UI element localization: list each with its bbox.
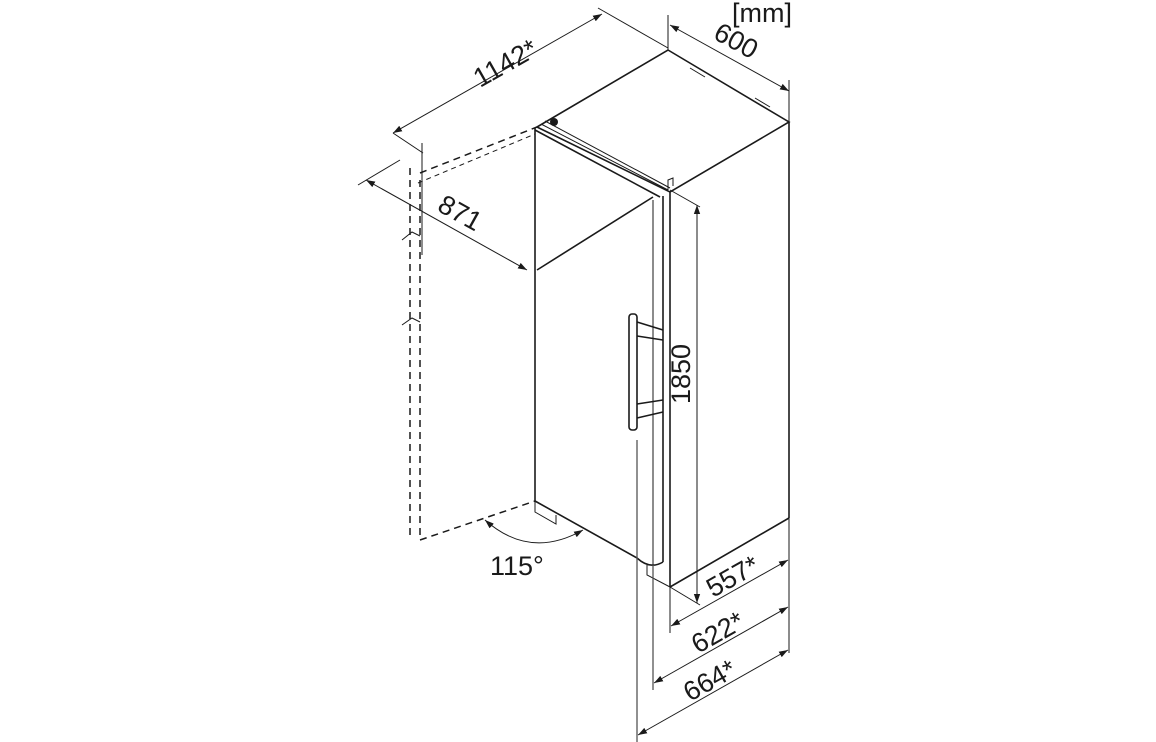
dim-1142: 1142* [468, 33, 543, 93]
dim-115-angle: 115° [490, 551, 544, 581]
hinge-icon [550, 118, 558, 126]
unit-label: [mm] [732, 0, 792, 28]
door-handle [628, 313, 664, 431]
dimension-lines [357, 7, 790, 742]
dim-1850: 1850 [666, 344, 696, 404]
dim-557: 557* [701, 550, 765, 604]
dim-871: 871 [433, 189, 487, 237]
dim-664: 664* [678, 654, 742, 708]
dim-622: 622* [686, 606, 750, 660]
open-door-outline [401, 126, 538, 541]
fridge-cabinet [534, 49, 791, 588]
